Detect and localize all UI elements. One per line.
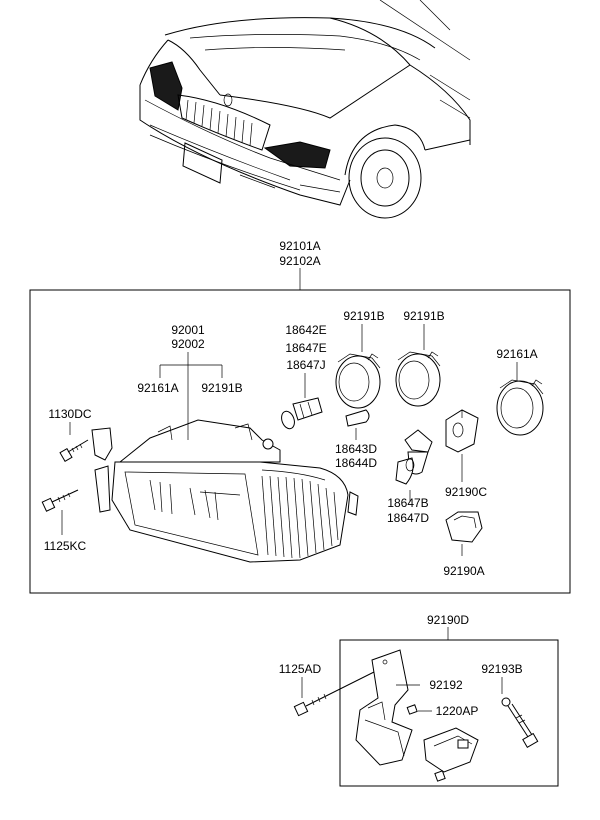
callout-assembly-top: 92101A	[279, 239, 320, 253]
halogen-bulb	[395, 429, 433, 485]
callout-screw-lower: 1125KC	[44, 539, 87, 553]
bracket	[355, 649, 413, 766]
car-front-illustration	[139, 0, 471, 219]
bulb-socket	[281, 397, 323, 430]
callout-socket-c: 92190C	[445, 485, 487, 499]
callout-lamp-sub-left: 92161A	[137, 381, 178, 395]
callout-screw-upper: 1130DC	[48, 407, 91, 421]
adjusting-rod	[501, 697, 539, 749]
headlamp-assembly-frame	[29, 289, 571, 594]
callout-ring-1: 92191B	[343, 309, 384, 323]
callout-bulb-c: 18647J	[286, 358, 325, 372]
screw-lower	[41, 489, 79, 512]
actuator	[423, 727, 479, 782]
callout-assembly-bottom: 92102A	[279, 254, 320, 268]
callout-lamp-bottom: 92002	[171, 337, 205, 351]
nut	[406, 704, 418, 715]
callout-small-bulb-2: 18644D	[335, 456, 377, 470]
socket-cap	[445, 409, 479, 453]
screw-upper	[59, 439, 89, 463]
callout-small-bulb-1: 18643D	[335, 442, 377, 456]
bulb-ring-1	[335, 353, 381, 409]
leveling-assembly-frame	[339, 639, 559, 787]
callout-h-bulb-2: 18647D	[387, 511, 429, 525]
callout-h-bulb-1: 18647B	[387, 496, 428, 510]
bulb-ring-2	[395, 351, 441, 407]
callout-leveling-assy: 92190D	[427, 613, 469, 627]
socket-holder	[445, 511, 483, 543]
callout-nut: 1220AP	[436, 704, 479, 718]
callout-bolt: 1125AD	[279, 662, 322, 676]
wedge-bulb	[345, 409, 370, 427]
callout-ring-2: 92191B	[403, 309, 444, 323]
callout-ring-3: 92161A	[496, 347, 537, 361]
callout-bulb-a: 18642E	[285, 323, 326, 337]
callout-socket-a: 92190A	[443, 564, 484, 578]
headlamp-unit	[91, 419, 359, 563]
bulb-ring-3	[496, 379, 544, 436]
callout-rod: 92193B	[481, 662, 522, 676]
callout-lamp-top: 92001	[171, 323, 205, 337]
callout-bulb-b: 18647E	[285, 341, 326, 355]
callout-bracket: 92192	[429, 678, 463, 692]
mounting-bolt	[293, 669, 379, 717]
callout-lamp-sub-right: 92191B	[201, 381, 242, 395]
